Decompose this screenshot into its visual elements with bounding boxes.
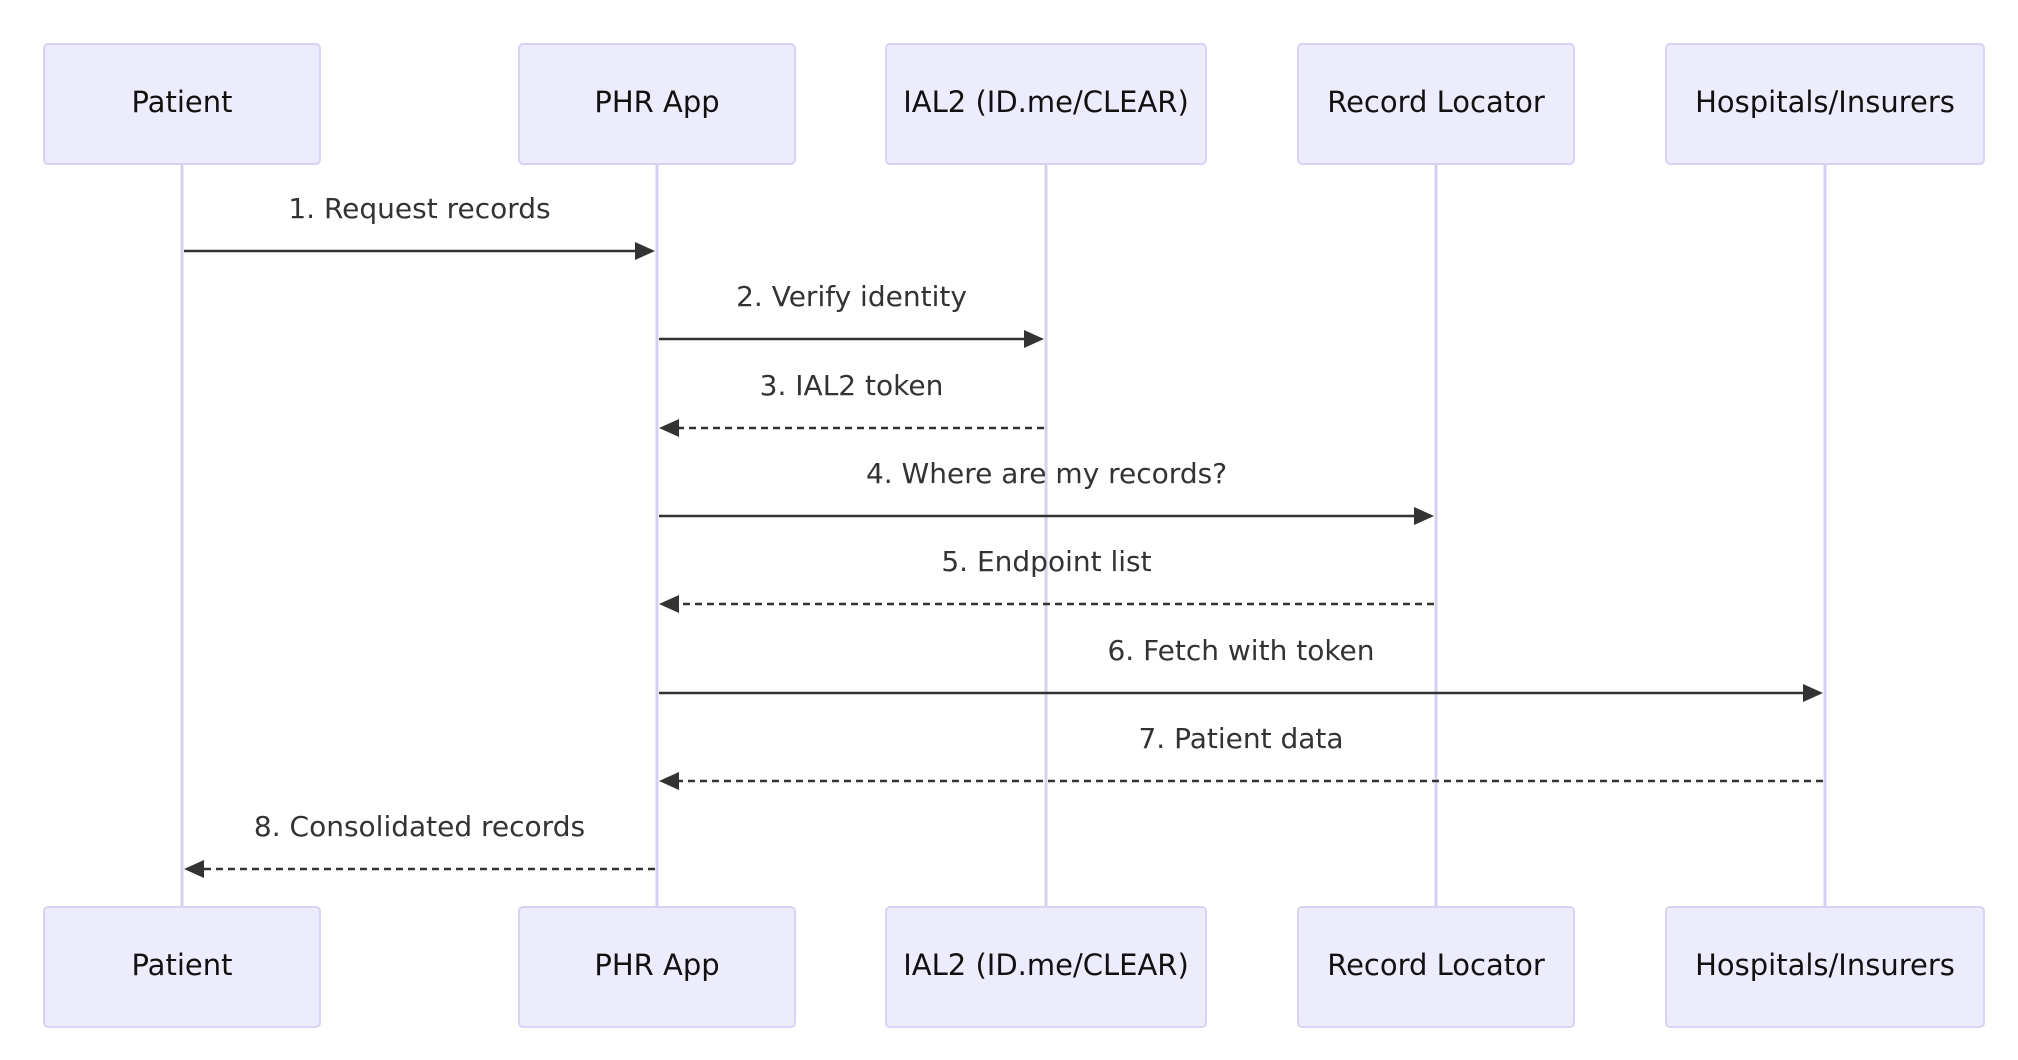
participant-locator-bottom: Record Locator	[1297, 906, 1575, 1028]
participant-hospitals-bottom: Hospitals/Insurers	[1665, 906, 1985, 1028]
participant-phr-top: PHR App	[518, 43, 796, 165]
participant-box	[885, 906, 1207, 1028]
participant-label: IAL2 (ID.me/CLEAR)	[903, 85, 1189, 119]
message-label: 8. Consolidated records	[254, 810, 585, 843]
arrowhead-icon	[659, 419, 679, 437]
message-4: 4. Where are my records?	[659, 457, 1434, 525]
arrowhead-icon	[659, 595, 679, 613]
participant-label: PHR App	[594, 948, 719, 982]
messages: 1. Request records 2. Verify identity 3. I…	[184, 192, 1823, 878]
message-label: 1. Request records	[288, 192, 550, 225]
participant-label: Patient	[132, 948, 233, 982]
participant-label: IAL2 (ID.me/CLEAR)	[903, 948, 1189, 982]
participant-box	[1297, 43, 1575, 165]
message-6: 6. Fetch with token	[659, 634, 1823, 702]
arrowhead-icon	[1024, 330, 1044, 348]
message-label: 3. IAL2 token	[760, 369, 944, 402]
message-5: 5. Endpoint list	[659, 545, 1434, 613]
message-7: 7. Patient data	[659, 722, 1823, 790]
message-label: 6. Fetch with token	[1107, 634, 1374, 667]
message-label: 5. Endpoint list	[941, 545, 1151, 578]
participant-label: Record Locator	[1327, 948, 1545, 982]
participant-label: Hospitals/Insurers	[1695, 85, 1955, 119]
participant-label: Hospitals/Insurers	[1695, 948, 1955, 982]
participant-box	[1665, 43, 1985, 165]
arrowhead-icon	[1803, 684, 1823, 702]
participant-phr-bottom: PHR App	[518, 906, 796, 1028]
participants-top: Patient PHR App IAL2 (ID.me/CLEAR) Record L…	[43, 43, 1985, 165]
arrowhead-icon	[635, 242, 655, 260]
participant-locator-top: Record Locator	[1297, 43, 1575, 165]
participant-patient-bottom: Patient	[43, 906, 321, 1028]
participant-box	[1665, 906, 1985, 1028]
participant-hospitals-top: Hospitals/Insurers	[1665, 43, 1985, 165]
message-label: 2. Verify identity	[736, 280, 967, 313]
participant-box	[1297, 906, 1575, 1028]
participant-box	[518, 906, 796, 1028]
participant-patient-top: Patient	[43, 43, 321, 165]
message-1: 1. Request records	[184, 192, 655, 260]
message-2: 2. Verify identity	[659, 280, 1044, 348]
participant-box	[43, 906, 321, 1028]
participant-box	[518, 43, 796, 165]
participants-bottom: Patient PHR App IAL2 (ID.me/CLEAR) Record L…	[43, 906, 1985, 1028]
message-8: 8. Consolidated records	[184, 810, 655, 878]
participant-ial2-top: IAL2 (ID.me/CLEAR)	[885, 43, 1207, 165]
participant-label: PHR App	[594, 85, 719, 119]
participant-box	[43, 43, 321, 165]
arrowhead-icon	[659, 772, 679, 790]
message-label: 4. Where are my records?	[866, 457, 1227, 490]
participant-box	[885, 43, 1207, 165]
participant-ial2-bottom: IAL2 (ID.me/CLEAR)	[885, 906, 1207, 1028]
message-3: 3. IAL2 token	[659, 369, 1044, 437]
participant-label: Patient	[132, 85, 233, 119]
lifelines	[180, 164, 1827, 907]
arrowhead-icon	[1414, 507, 1434, 525]
participant-label: Record Locator	[1327, 85, 1545, 119]
message-label: 7. Patient data	[1138, 722, 1343, 755]
arrowhead-icon	[184, 860, 204, 878]
